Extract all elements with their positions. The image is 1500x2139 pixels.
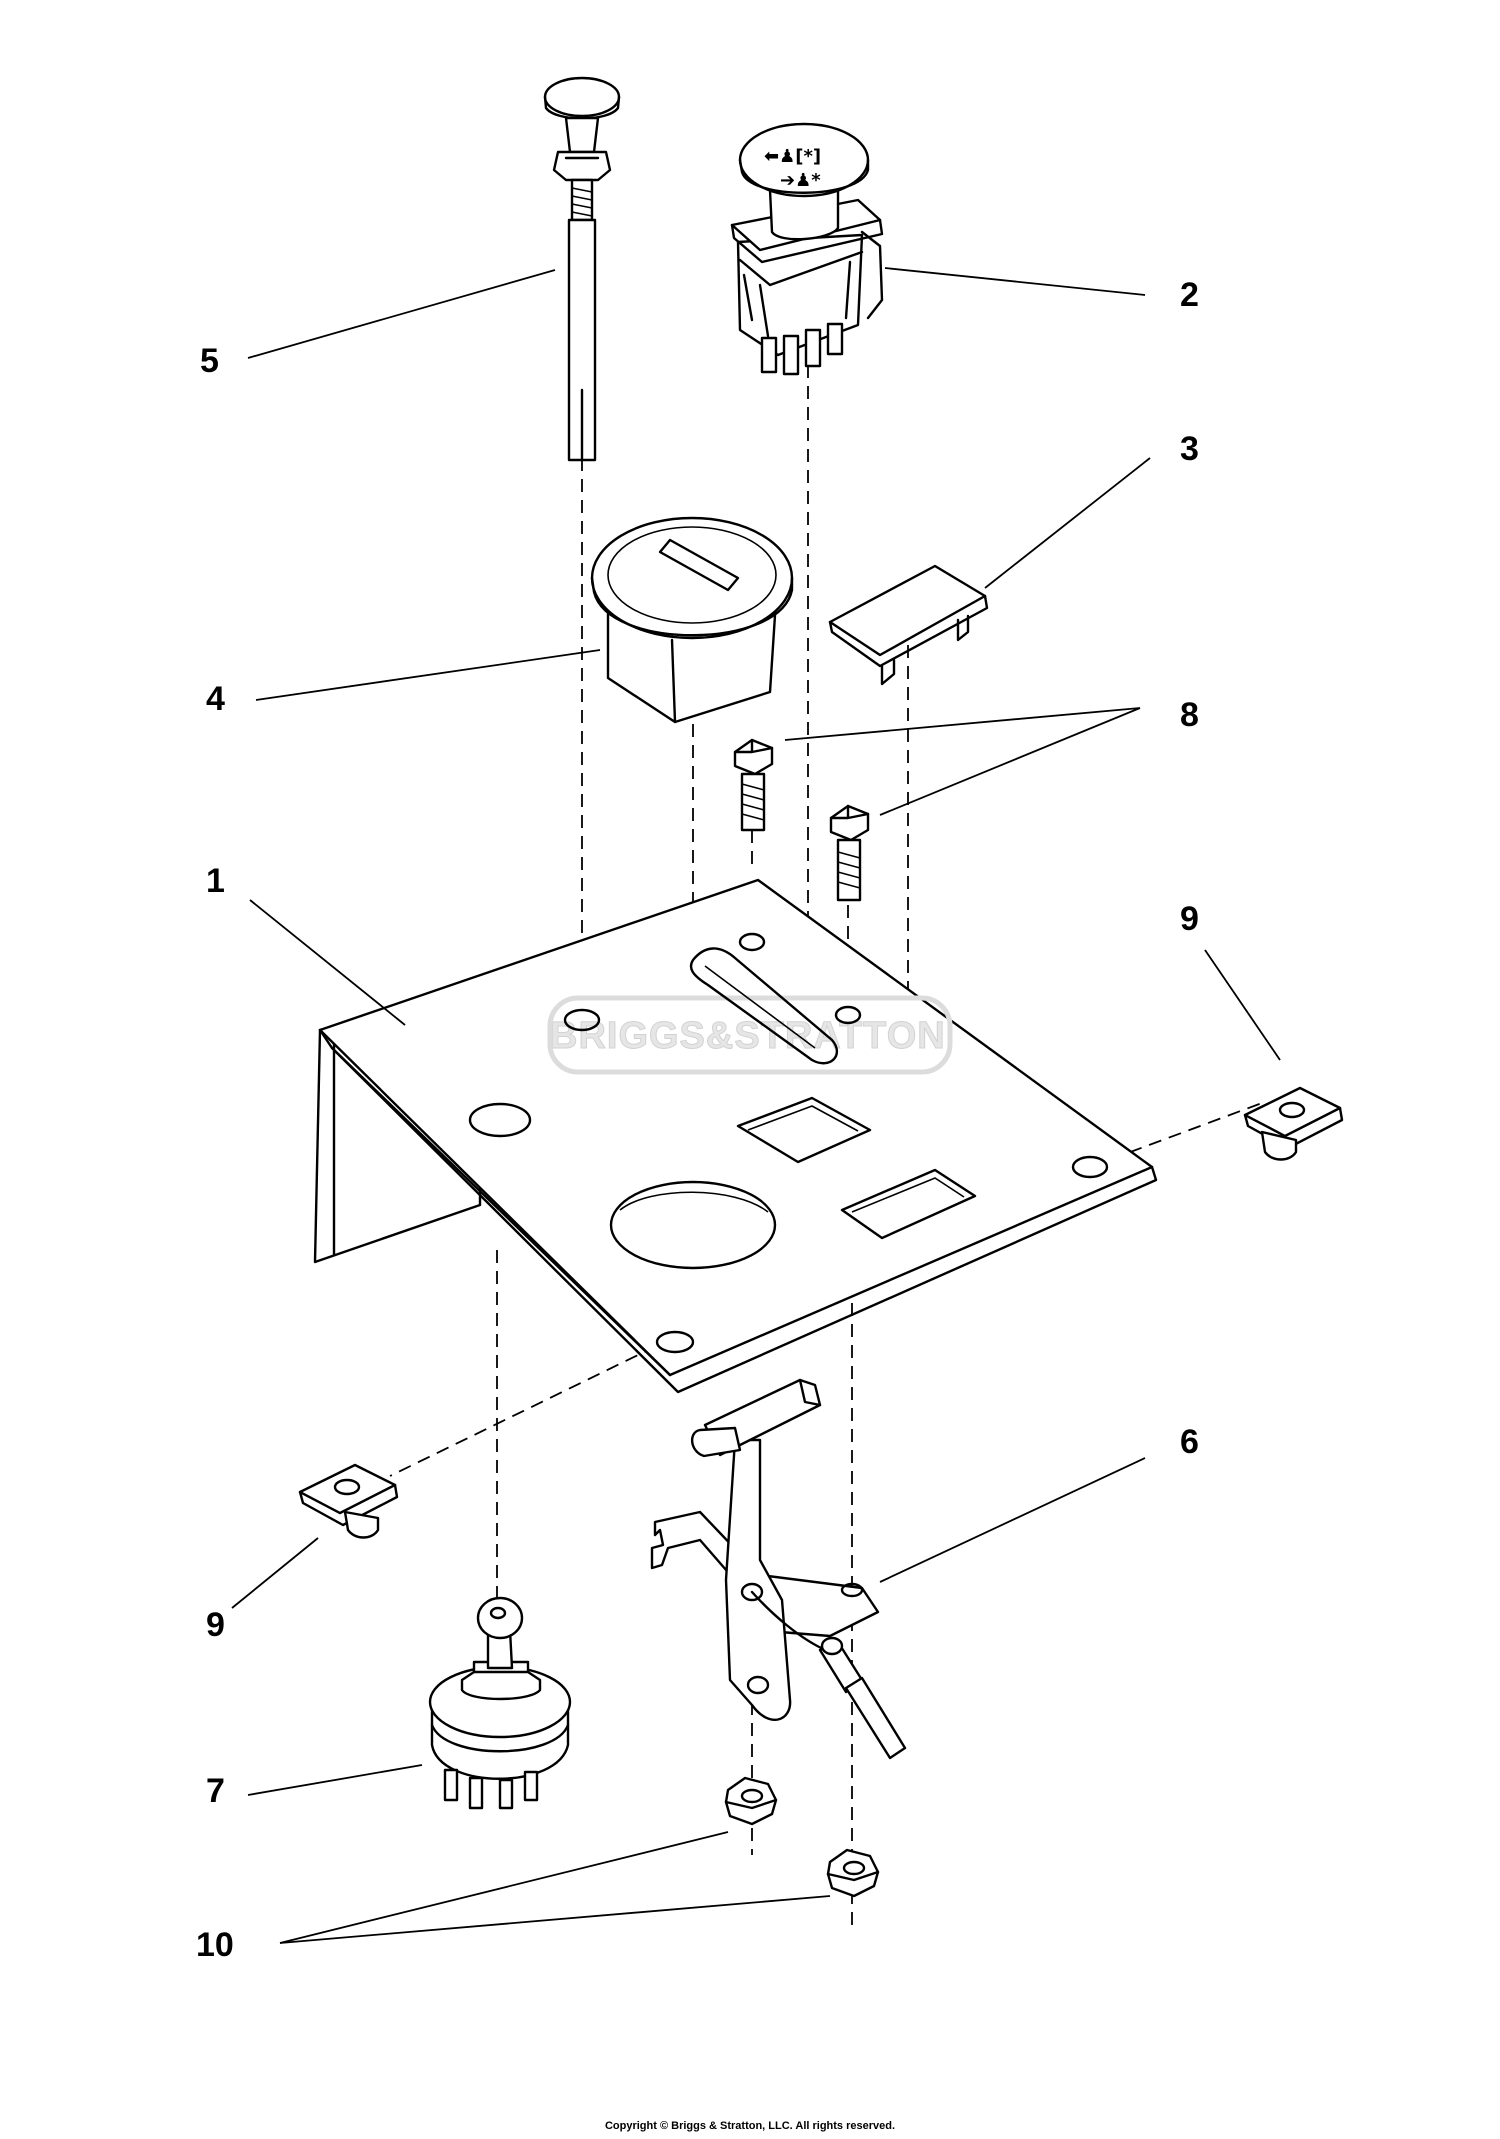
- choke-hole: [563, 1008, 601, 1032]
- callout-8: 8: [1180, 696, 1199, 734]
- bolt: [733, 738, 774, 832]
- callout-10: 10: [196, 1926, 234, 1964]
- mount-hole: [655, 1330, 695, 1354]
- bolt: [829, 804, 870, 902]
- callout-6: 6: [1180, 1423, 1199, 1461]
- choke-cable: [543, 76, 621, 462]
- pto-cutout: [736, 1096, 872, 1164]
- knob-cap: [590, 516, 794, 724]
- bolt-hole: [834, 1005, 862, 1025]
- callouts: 5 2 3 4 8 1 9 6 9 7 10: [196, 276, 1199, 1964]
- pto-symbols: ⬅♟[*]: [764, 146, 821, 167]
- bolt-hole: [738, 932, 766, 952]
- plate-slot: [689, 947, 839, 1065]
- watermark-text: BRIGGS&STRATTON: [550, 1015, 946, 1057]
- callout-7: 7: [206, 1772, 225, 1810]
- clip-nut: [1243, 1086, 1344, 1161]
- ignition-hole: [468, 1102, 532, 1138]
- callout-2: 2: [1180, 276, 1199, 314]
- leader-lines: [231, 267, 1281, 1944]
- copyright-notice: Copyright © Briggs & Stratton, LLC. All …: [604, 2120, 896, 2132]
- callout-5: 5: [200, 342, 219, 380]
- ignition-switch: [428, 1596, 572, 1810]
- control-panel-plate: BRIGGS&STRATTON: [313, 878, 1158, 1394]
- callout-3: 3: [1180, 430, 1199, 468]
- plug-cutout: [840, 1168, 977, 1240]
- plug: [828, 564, 989, 686]
- watermark-frame: [547, 995, 953, 1075]
- callout-1: 1: [206, 862, 225, 900]
- hex-nut: [724, 1776, 778, 1826]
- svg-text:➔♟*: ➔♟*: [780, 170, 821, 191]
- callout-9-left: 9: [206, 1606, 225, 1644]
- callout-9-right: 9: [1180, 900, 1199, 938]
- callout-4: 4: [206, 680, 225, 718]
- knob-hole: [609, 1180, 777, 1270]
- throttle-lever: [650, 1378, 907, 1760]
- clip-nut: [298, 1463, 399, 1539]
- pto-switch: ⬅♟[*] ➔♟*: [730, 122, 884, 376]
- hex-nut: [826, 1848, 880, 1898]
- mount-hole: [1071, 1155, 1109, 1179]
